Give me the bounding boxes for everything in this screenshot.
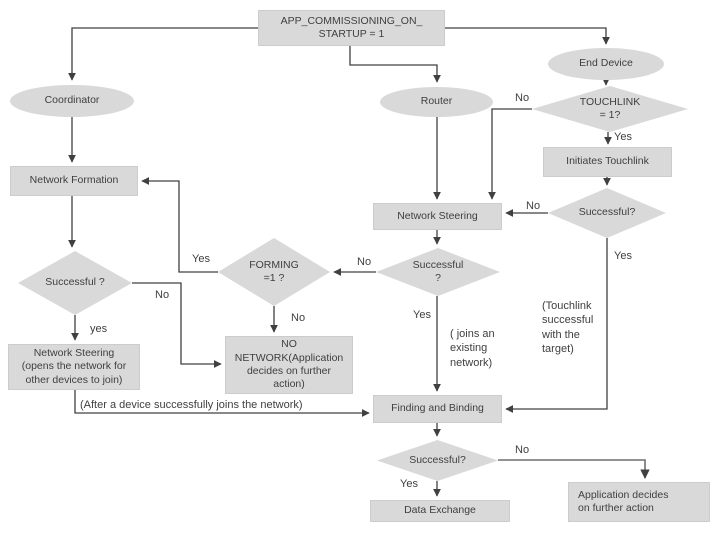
label-bottom-no: No [515,444,530,456]
application-decides-box: Application decides on further action [568,482,710,522]
label-yes-left: yes [90,323,108,335]
label-tl-success-no: No [526,200,541,212]
network-steering-box: Network Steering [373,203,502,230]
network-formation-box: Network Formation [10,166,138,196]
no-network-box: NO NETWORK(Application decides on furthe… [225,336,353,394]
edge-successful-nonetwork-no [132,282,222,368]
note-after-device-joins: (After a device successfully joins the n… [80,399,303,411]
label-bottom-yes: Yes [400,478,418,490]
network-steering-open-box: Network Steering (opens the network for … [8,344,140,390]
note-joins-existing-network: ( joins an existing network) [450,328,495,369]
edge-touchlink-steering-no [488,108,532,200]
edge-forming-formation-yes [141,177,218,273]
label-forming-no: No [291,312,306,324]
edge-steeringleft-findingbinding [74,390,370,417]
label-forming-yes: Yes [192,253,210,265]
label-touchlink-no: No [515,92,530,104]
label-mid-no: No [357,256,372,268]
edge-tlsuccess-findingbinding-yes [505,238,608,413]
label-no-left: No [155,289,170,301]
edge-start-coordinator [68,27,258,81]
router-ellipse: Router [380,87,493,117]
note-touchlink-successful: (Touchlink successful with the target) [542,300,594,355]
start-box: APP_COMMISSIONING_ON_ STARTUP = 1 [258,10,445,46]
label-tl-success-yes: Yes [614,250,632,262]
label-mid-yes: Yes [413,309,431,321]
data-exchange-box: Data Exchange [370,500,510,522]
end-device-ellipse: End Device [548,48,664,80]
label-touchlink-yes: Yes [614,131,632,143]
edge-bottomsuccess-appdecides-no [498,459,650,479]
coordinator-ellipse: Coordinator [10,85,134,117]
edge-start-router [349,46,441,83]
initiates-touchlink-box: Initiates Touchlink [543,147,672,177]
finding-binding-box: Finding and Binding [373,395,502,423]
edge-start-enddevice [445,27,610,45]
